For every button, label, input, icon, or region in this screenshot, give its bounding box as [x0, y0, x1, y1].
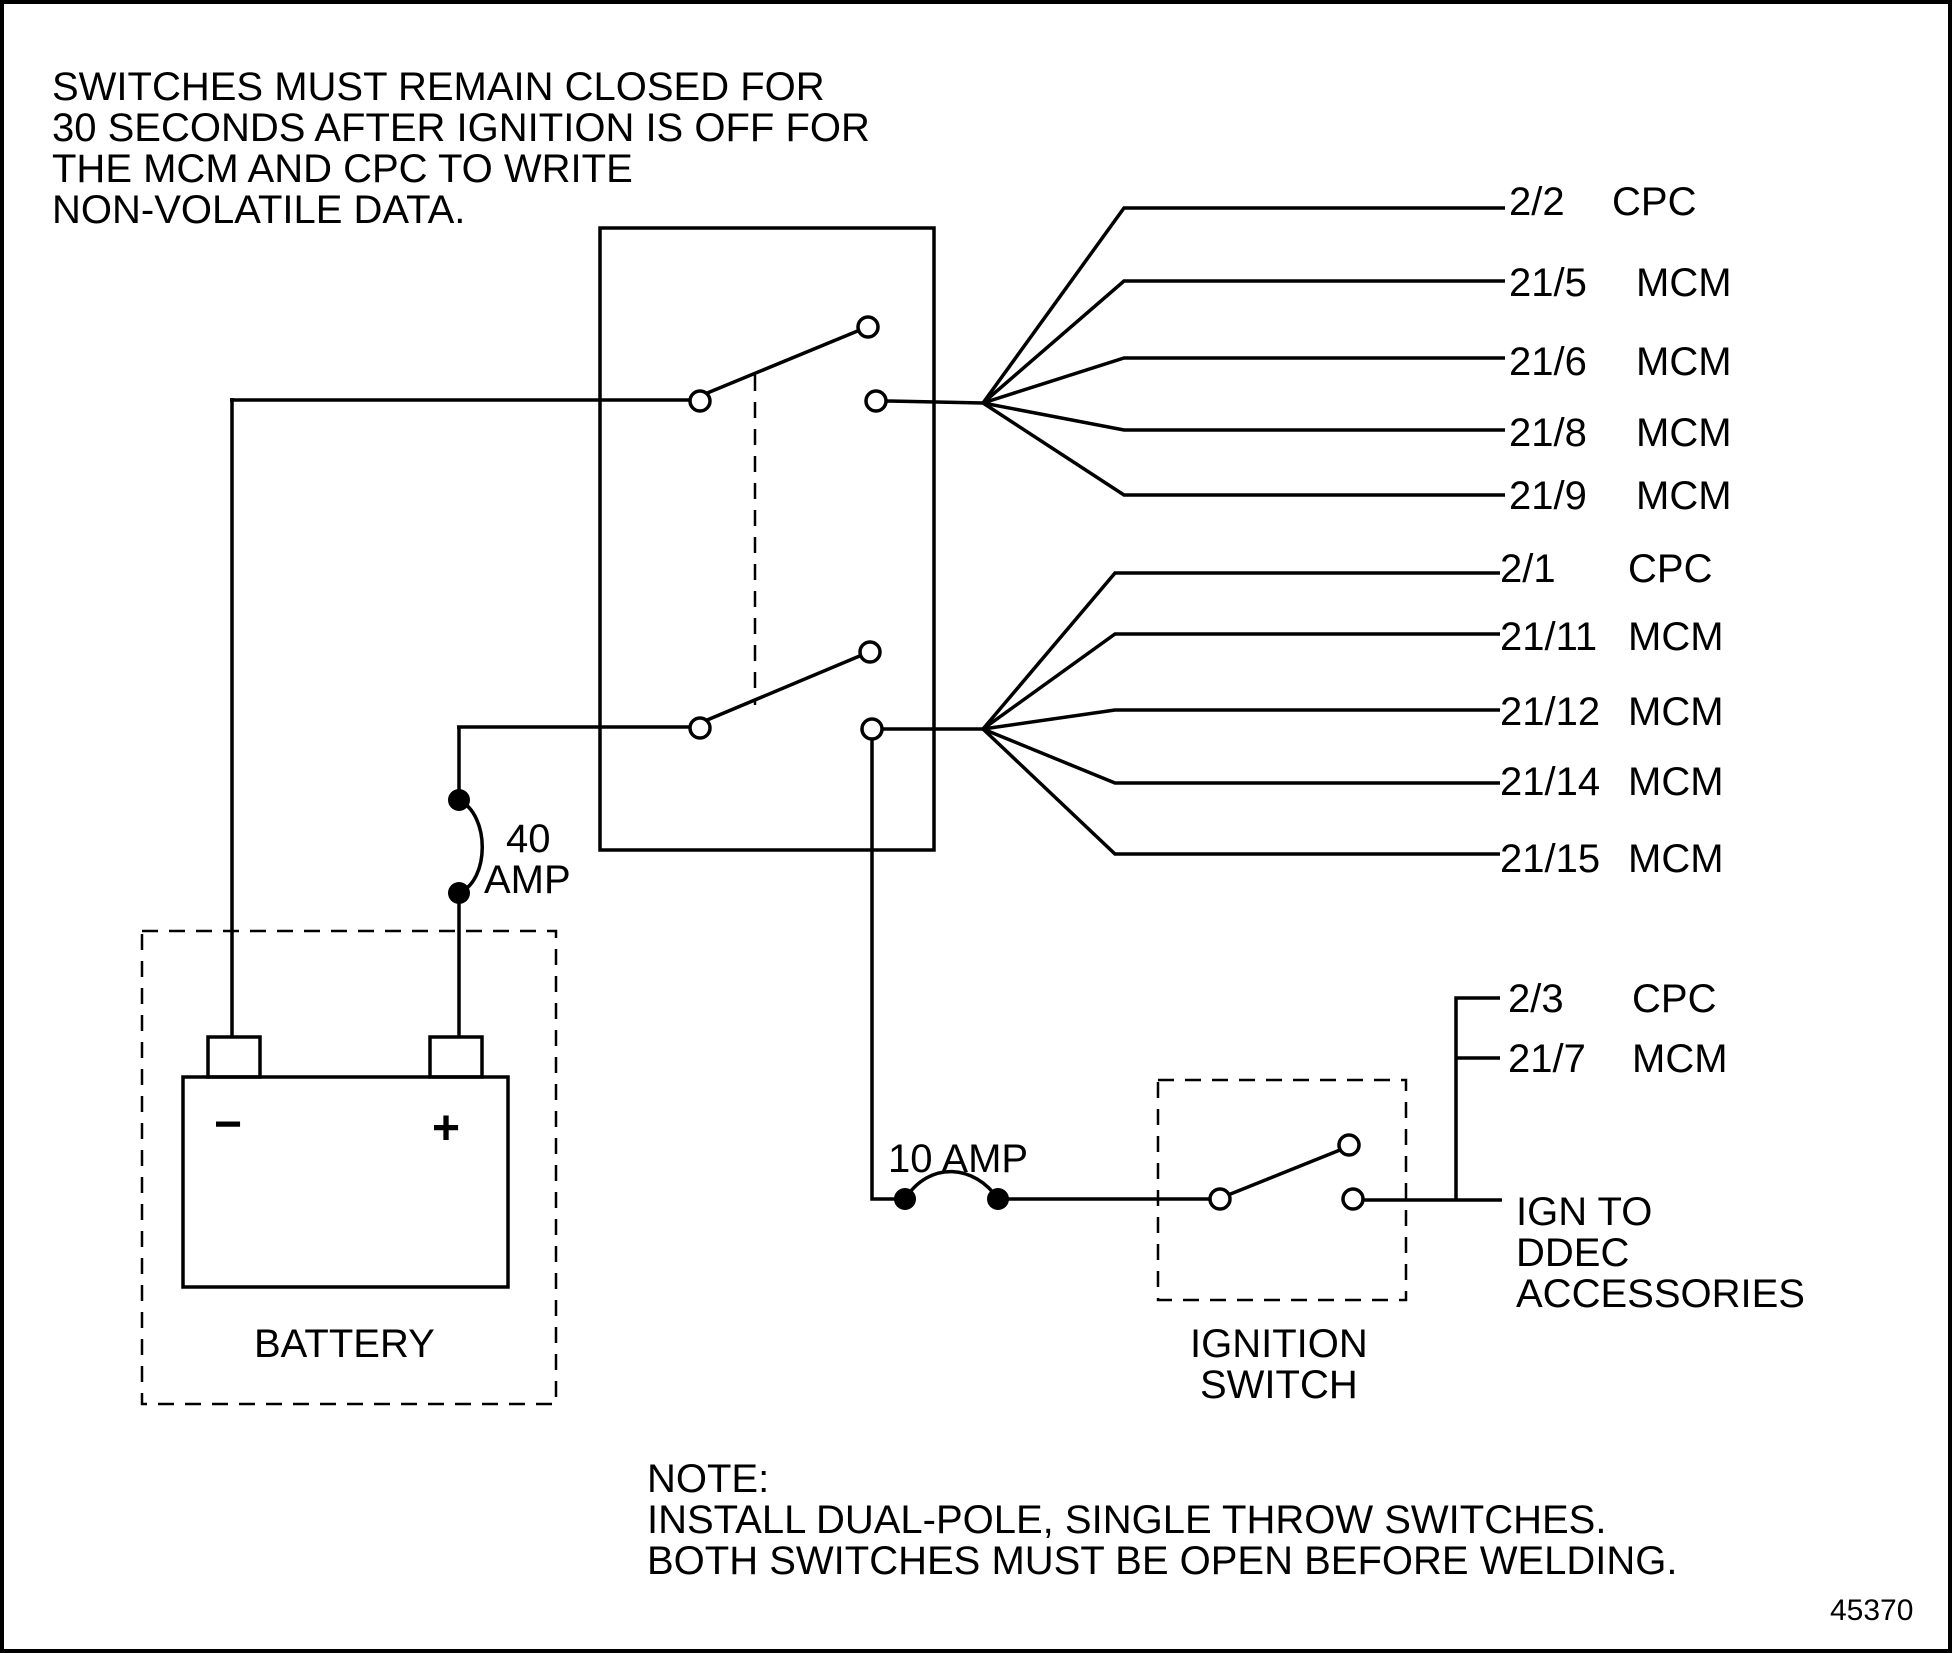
ignition-pin-label: 2/3: [1508, 977, 1564, 1021]
master-switch-box: [598, 226, 936, 852]
battery-enclosure: [140, 929, 558, 1406]
ignition-module-label: MCM: [1632, 1037, 1728, 1081]
upper-pole-open-terminal: [856, 315, 880, 339]
lower-module-label: MCM: [1628, 690, 1724, 734]
ignition-switch-label-line-2: SWITCH: [1200, 1363, 1358, 1407]
top-note-line-1: SWITCHES MUST REMAIN CLOSED FOR: [52, 65, 825, 109]
lower-pin-label: 21/14: [1500, 760, 1600, 804]
ignition-pin-label: 21/7: [1508, 1037, 1586, 1081]
ignition-module-label: CPC: [1632, 977, 1716, 1021]
ignition-feed: 10 AMP: [870, 739, 1210, 1210]
ignition-output-terminal: [1341, 1187, 1365, 1211]
ignition-output-wires: 2/3 CPC 21/7 MCM IGN TO DDEC ACCESSORIES: [1454, 977, 1805, 1316]
lower-pin-label: 21/15: [1500, 837, 1600, 881]
upper-pin-label: 2/2: [1509, 180, 1565, 224]
lower-module-label: MCM: [1628, 760, 1724, 804]
upper-pin-label: 21/6: [1509, 340, 1587, 384]
lower-pole-output-terminal: [860, 717, 884, 741]
lower-pole-input-terminal: [688, 716, 712, 740]
lower-pin-label: 21/12: [1500, 690, 1600, 734]
battery-positive-post: [428, 1035, 484, 1079]
ignition-fuse-terminal-left: [894, 1188, 916, 1210]
lower-fanout-wires: [981, 571, 1500, 856]
lower-pin-label: 2/1: [1500, 547, 1556, 591]
upper-pin-label: 21/8: [1509, 411, 1587, 455]
ignition-switch-enclosure: [1156, 1078, 1408, 1302]
upper-fanout-wires: [981, 206, 1505, 497]
upper-pin-label: 21/9: [1509, 474, 1587, 518]
top-note: SWITCHES MUST REMAIN CLOSED FOR 30 SECON…: [52, 65, 870, 232]
bottom-note-line-2: INSTALL DUAL-POLE, SINGLE THROW SWITCHES…: [647, 1498, 1606, 1542]
ignition-switch: IGNITION SWITCH: [1156, 1078, 1502, 1407]
lower-switch-pole: [457, 640, 983, 741]
upper-module-label: CPC: [1612, 180, 1696, 224]
main-fuse-rating: 40: [506, 817, 551, 861]
bottom-note: NOTE: INSTALL DUAL-POLE, SINGLE THROW SW…: [647, 1457, 1678, 1583]
lower-pin-label: 21/11: [1500, 615, 1597, 659]
ignition-input-terminal: [1208, 1187, 1232, 1211]
main-fuse-unit: AMP: [484, 858, 571, 902]
upper-module-label: MCM: [1636, 474, 1732, 518]
upper-pole-output-terminal: [864, 389, 888, 413]
upper-module-label: MCM: [1636, 261, 1732, 305]
bottom-note-line-1: NOTE:: [647, 1457, 769, 1501]
lower-pole-open-terminal: [858, 640, 882, 664]
top-note-line-2: 30 SECONDS AFTER IGNITION IS OFF FOR: [52, 106, 870, 150]
battery: − + BATTERY: [140, 929, 558, 1406]
ign-output-label-line-3: ACCESSORIES: [1516, 1272, 1805, 1316]
main-fuse-terminal-top: [448, 789, 470, 811]
ignition-switch-label-line-1: IGNITION: [1190, 1322, 1368, 1366]
battery-negative-symbol: −: [214, 1098, 242, 1151]
upper-module-label: MCM: [1636, 411, 1732, 455]
upper-pin-label: 21/5: [1509, 261, 1587, 305]
main-fuse-branch: 40 AMP: [448, 727, 571, 1037]
battery-positive-symbol: +: [432, 1102, 460, 1155]
battery-negative-post: [206, 1035, 262, 1079]
lower-module-label: CPC: [1628, 547, 1712, 591]
ignition-fuse: [903, 1169, 1000, 1200]
lower-module-label: MCM: [1628, 837, 1724, 881]
ign-output-label-line-2: DDEC: [1516, 1231, 1629, 1275]
top-note-line-3: THE MCM AND CPC TO WRITE: [52, 147, 633, 191]
figure-number: 45370: [1830, 1594, 1913, 1627]
ignition-open-terminal: [1337, 1133, 1361, 1157]
main-fuse: [458, 798, 484, 895]
ignition-fuse-rating: 10 AMP: [888, 1137, 1028, 1181]
lower-connection-labels: 2/1 CPC 21/11 MCM 21/12 MCM 21/14 MCM 21…: [1500, 547, 1724, 881]
battery-body: [181, 1075, 510, 1289]
bottom-note-line-3: BOTH SWITCHES MUST BE OPEN BEFORE WELDIN…: [647, 1539, 1678, 1583]
battery-label: BATTERY: [254, 1322, 435, 1366]
ign-output-label-line-1: IGN TO: [1516, 1190, 1652, 1234]
upper-pole-input-terminal: [688, 389, 712, 413]
upper-connection-labels: 2/2 CPC 21/5 MCM 21/6 MCM 21/8 MCM 21/9 …: [1509, 180, 1732, 518]
upper-switch-pole: [230, 315, 984, 413]
lower-module-label: MCM: [1628, 615, 1724, 659]
upper-module-label: MCM: [1636, 340, 1732, 384]
top-note-line-4: NON-VOLATILE DATA.: [52, 188, 465, 232]
